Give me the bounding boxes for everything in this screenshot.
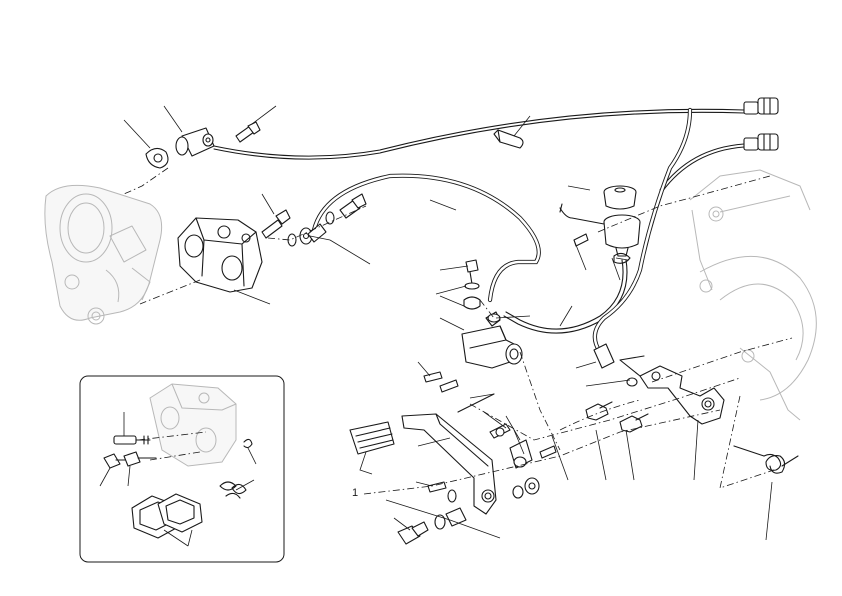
pad-pin-plugs	[103, 451, 157, 469]
sensor-screw	[235, 121, 261, 143]
rear-brake-caliper	[177, 217, 263, 293]
sensor-spacer	[145, 147, 169, 169]
brake-pads	[131, 493, 203, 539]
pad-retaining-clip	[243, 438, 253, 449]
reservoir-feed-hose	[503, 259, 628, 334]
master-cylinder-outlet-hose	[592, 107, 693, 369]
caliper-mount-bolt	[261, 209, 291, 239]
brake-pedal-lever	[401, 413, 497, 515]
cable-clip	[493, 129, 524, 149]
pad-anti-rattle-spring	[219, 481, 247, 499]
callout-leader-lines	[99, 105, 773, 547]
pedal-mount-bracket	[619, 355, 725, 425]
pedal-return-spring	[733, 445, 799, 474]
assembly-axis-lines	[123, 167, 793, 495]
left-frame-plate-ghost	[44, 184, 163, 325]
brake-hose-banjo-washers	[287, 193, 367, 247]
rear-brake-hose	[307, 173, 541, 303]
pedal-pivot-parts	[397, 445, 557, 545]
pad-retaining-pin	[113, 435, 151, 445]
master-cylinder-bolts	[423, 371, 459, 393]
rear-master-cylinder	[461, 311, 523, 369]
sensor-cable	[213, 108, 745, 160]
inset-caliper-ghost	[149, 383, 237, 467]
brake-fluid-reservoir	[559, 185, 641, 257]
brake-pedal-pad	[349, 421, 395, 455]
right-frame-ghost	[689, 169, 817, 421]
master-cylinder-fittings	[463, 259, 501, 323]
callout-number: 1	[352, 487, 358, 499]
speed-sensor	[175, 127, 215, 157]
